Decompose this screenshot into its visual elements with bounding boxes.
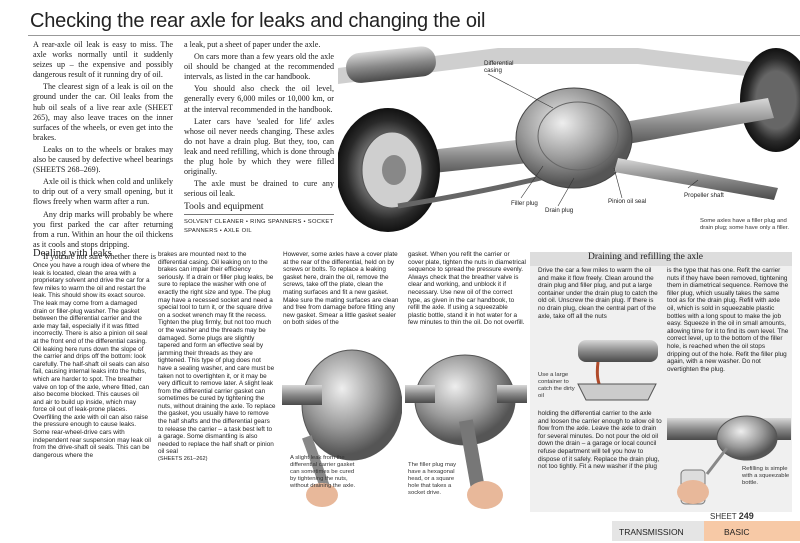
heading-draining-refilling: Draining and refilling the axle xyxy=(588,252,704,262)
dealing-column-4: gasket. When you refit the carrier or co… xyxy=(408,251,526,341)
intro-paragraph: Any drip marks will probably be where yo… xyxy=(33,209,173,249)
caption-gasket: A slight leak from the differential carr… xyxy=(290,455,356,489)
dealing-text: gasket. When you refit the carrier or co… xyxy=(408,251,526,327)
dealing-column-3: However, some axles have a cover plate a… xyxy=(283,251,401,341)
draining-text: holding the differential carrier to the … xyxy=(538,410,662,471)
drain-container-illustration xyxy=(577,340,658,401)
dealing-text: brakes are mounted next to the different… xyxy=(158,251,276,456)
page-title: Checking the rear axle for leaks and cha… xyxy=(30,10,486,32)
dealing-text: However, some axles have a cover plate a… xyxy=(283,251,399,327)
caption-refill: Refilling is simple with a squeezable bo… xyxy=(742,466,790,486)
sheet-label: SHEET xyxy=(710,512,737,521)
filler-plug-illustration xyxy=(405,354,527,509)
intro-paragraph: Later cars have 'sealed for life' axles … xyxy=(184,116,334,177)
intro-paragraph: Leaks on to the wheels or brakes may als… xyxy=(33,144,173,175)
footer-section: TRANSMISSION xyxy=(619,527,684,537)
dealing-text: Once you have a rough idea of where the … xyxy=(33,262,151,459)
label-propeller-shaft: Propeller shaft xyxy=(684,192,724,199)
caption-container: Use a large container to catch the dirty… xyxy=(538,372,575,399)
intro-paragraph: If you are not sure whether there is xyxy=(43,251,157,261)
label-pinion-oil-seal: Pinion oil seal xyxy=(608,198,647,205)
label-drain-plug: Drain plug xyxy=(545,207,574,214)
draining-column-2: is the type that has one. Refit the carr… xyxy=(667,267,789,407)
draining-column-1b: holding the differential carrier to the … xyxy=(538,410,662,510)
sheets-reference: (SHEETS 261–262) xyxy=(158,456,208,463)
intro-paragraph: A rear-axle oil leak is easy to miss. Th… xyxy=(33,40,173,80)
tools-line-2: SPANNERS • AXLE OIL xyxy=(184,228,252,234)
intro-column-1: A rear-axle oil leak is easy to miss. Th… xyxy=(33,40,173,264)
draining-text: Drive the car a few miles to warm the oi… xyxy=(538,267,658,320)
caption-plugs: Some axles have a filler plug and drain … xyxy=(700,218,790,231)
dealing-column-2: brakes are mounted next to the different… xyxy=(158,251,276,491)
tools-and-equipment: Tools and equipment SOLVENT CLEANER • RI… xyxy=(184,202,334,236)
intro-paragraph: a leak, put a sheet of paper under the a… xyxy=(184,40,321,49)
sheet-number: SHEET 249 xyxy=(710,511,754,521)
refill-bottle-illustration xyxy=(667,415,791,505)
intro-column-2: a leak, put a sheet of paper under the a… xyxy=(184,40,334,201)
intro-paragraph: Axle oil is thick when cold and unlikely… xyxy=(33,177,173,207)
caption-filler-plug: The filler plug may have a hexagonal hea… xyxy=(408,462,457,496)
draining-text: is the type that has one. Refit the carr… xyxy=(667,267,789,373)
title-rule xyxy=(28,35,800,36)
draining-box-header xyxy=(530,252,792,266)
intro-paragraph: The clearest sign of a leak is oil on th… xyxy=(33,82,173,142)
draining-column-1: Drive the car a few miles to warm the oi… xyxy=(538,267,662,339)
label-filler-plug: Filler plug xyxy=(511,200,538,207)
tools-rule xyxy=(184,214,334,215)
gasket-nut-illustration xyxy=(282,349,402,507)
label-differential-casing: Differential casing xyxy=(484,60,514,74)
tools-heading: Tools and equipment xyxy=(184,202,264,212)
dealing-column-1: Once you have a rough idea of where the … xyxy=(33,262,151,512)
intro-paragraph: You should also check the oil level, gen… xyxy=(184,84,334,114)
sheet-value: 249 xyxy=(738,511,754,521)
rear-axle-illustration xyxy=(338,46,800,232)
footer-level-badge: BASIC xyxy=(704,521,800,541)
intro-paragraph: The axle must be drained to cure any ser… xyxy=(184,179,334,199)
draining-box xyxy=(530,252,792,512)
intro-paragraph: On cars more than a few years old the ax… xyxy=(184,52,334,82)
heading-dealing-with-leaks: Dealing with leaks xyxy=(33,248,112,259)
tools-line-1: SOLVENT CLEANER • RING SPANNERS • SOCKET xyxy=(184,219,334,225)
